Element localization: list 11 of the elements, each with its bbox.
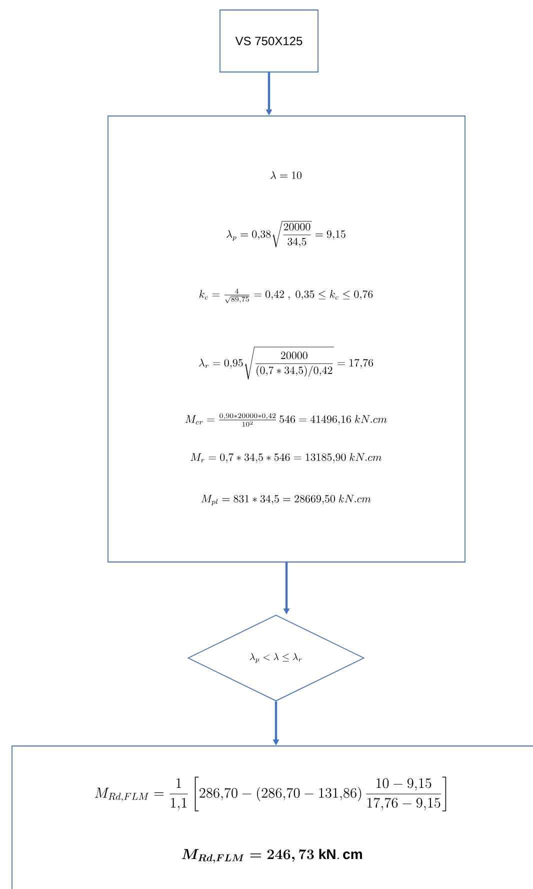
formula: $k_c = \frac{4}{\sqrt{89{,}75}} = 0{,}42\ ,\ 0{,}35 \leq k_c \leq 0{,}76$ xyxy=(199,288,373,304)
box-label: VS 750X125 xyxy=(235,36,302,46)
formula: $M_{pl} = 831 * 34{,}5 = 28669{,}50\ kN.cm$ xyxy=(201,494,371,506)
formula: $M_r = 0{,}7 * 34{,}5 * 546 = 13185{,}90\ kN.cm$ xyxy=(190,453,382,463)
formula: $\lambda_p = 0{,}38\sqrt{\frac{20000}{34{,}5}} = 9{,}15$ xyxy=(226,221,346,248)
formula: $M_{cr} = \frac{0{,}90 * 20000 * 0{,}42}{10^2}\,546 = 41496{,}16\ kN.cm$ xyxy=(185,413,387,427)
formula: $\lambda_r = 0{,}95\sqrt{\frac{20000}{(0{,}7 * 34{,}5)/0{,}42}} = 17{,}76$ xyxy=(199,346,374,380)
formula: $\lambda = 10$ xyxy=(270,171,302,180)
formula: $\boldsymbol{M_{Rd,FLM} = 246{,}\,73}\ \mathbf{kN.\,cm}$ xyxy=(182,848,362,864)
formula: $\lambda_p < \lambda \leq \lambda_r$ xyxy=(250,653,302,663)
formula: $M_{Rd,FLM} = \frac{1}{1{,}1}\left[286{,}70 - (286{,}70 - 131{,}86)\,\frac{10 - 9{,}15}{17{,}76 - 9{,}15}\right]$ xyxy=(94,776,446,812)
